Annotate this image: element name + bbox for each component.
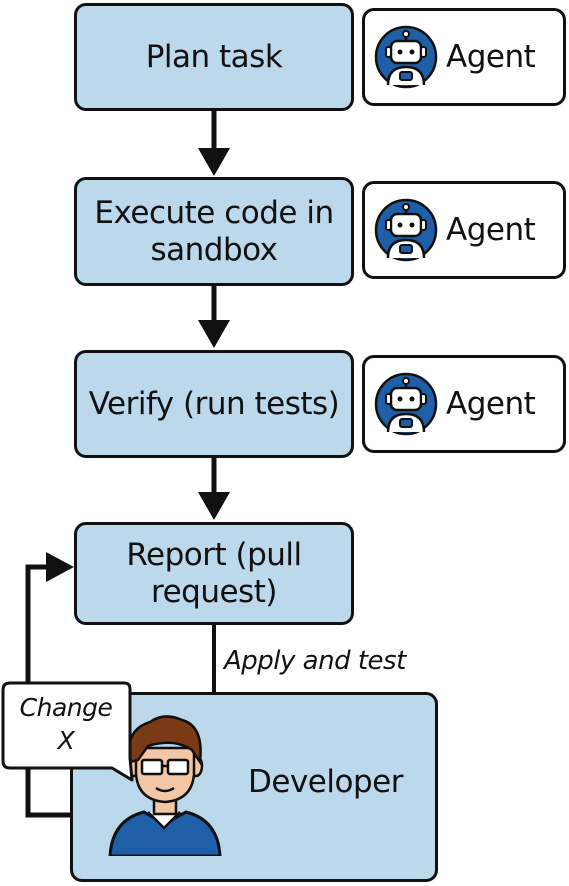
step-label-line2: request) (151, 573, 277, 610)
speech-bubble (1, 681, 134, 782)
agent-badge: Agent (362, 181, 566, 279)
step-verify: Verify (run tests) (74, 350, 354, 458)
step-report: Report (pull request) (74, 522, 354, 625)
agent-badge: Agent (362, 355, 566, 453)
speech-bubble-text: Change X (6, 692, 126, 757)
developer-avatar-icon (108, 715, 222, 856)
arrow-plan-to-execute (198, 110, 230, 176)
robot-icon (374, 372, 438, 436)
step-label: Verify (run tests) (88, 385, 340, 422)
step-label: Report (pull (126, 536, 302, 573)
speech-line1: Change (19, 693, 113, 722)
robot-icon (374, 25, 438, 89)
developer-label: Developer (248, 764, 403, 800)
step-label-line2: sandbox (150, 231, 278, 268)
step-plan-task: Plan task (74, 3, 354, 111)
step-label: Execute code in (94, 194, 334, 231)
agent-label: Agent (446, 386, 536, 422)
speech-line2: X (57, 725, 75, 755)
step-execute-code: Execute code in sandbox (74, 177, 354, 286)
arrow-verify-to-report (198, 457, 230, 520)
edge-label-apply-and-test: Apply and test (224, 646, 406, 676)
arrow-execute-to-verify (198, 285, 230, 348)
agent-label: Agent (446, 212, 536, 248)
step-label: Plan task (145, 38, 283, 75)
agent-badge: Agent (362, 8, 566, 106)
agent-label: Agent (446, 39, 536, 75)
robot-icon (374, 198, 438, 262)
